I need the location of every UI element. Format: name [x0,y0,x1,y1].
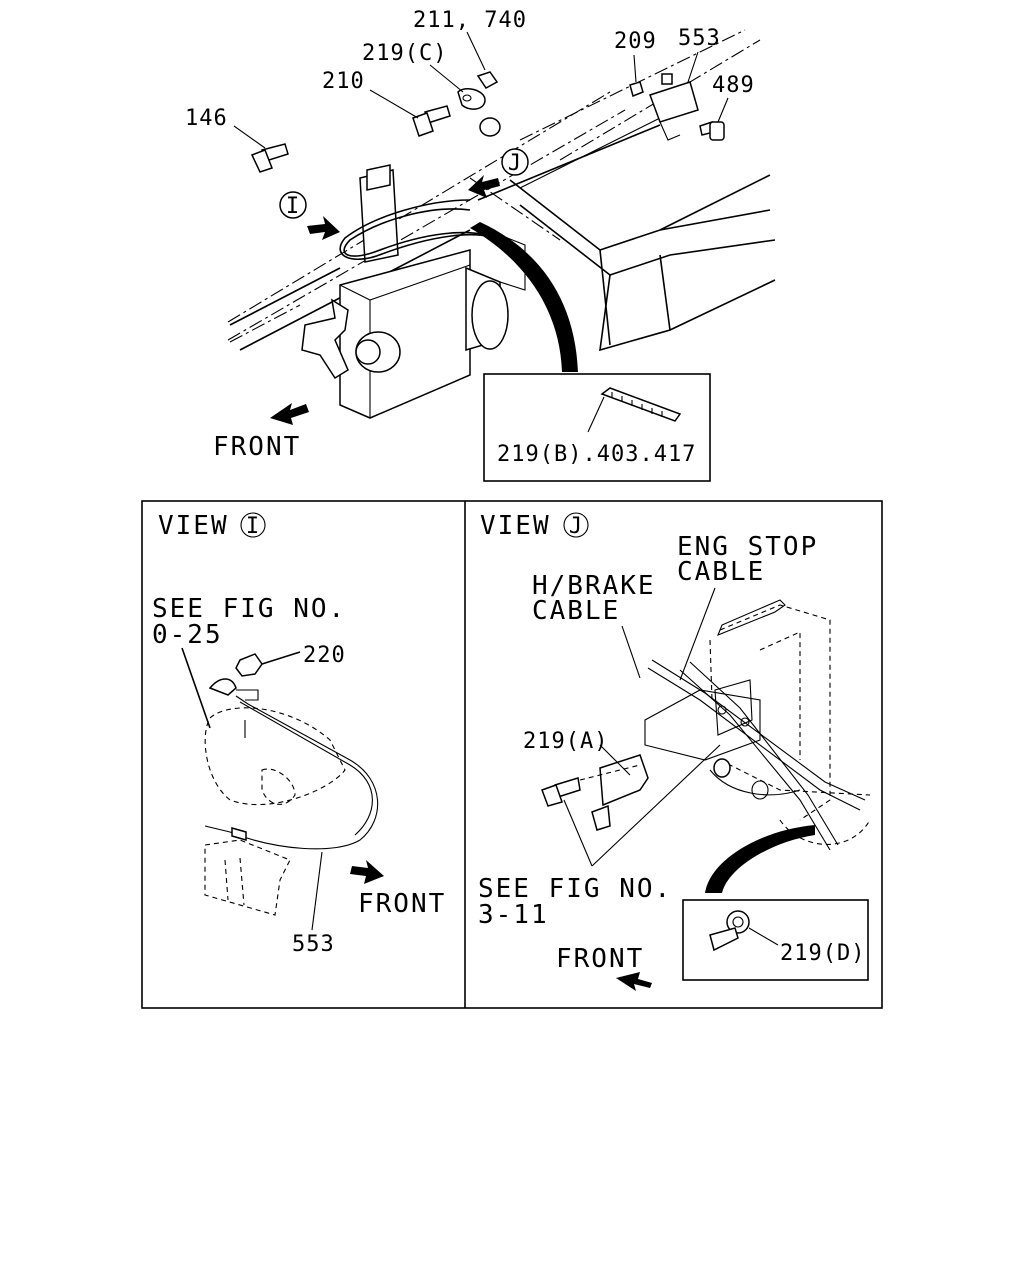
view-i-see-fig-line2: 0-25 [152,620,223,650]
view-i-marker: I [279,191,307,219]
front-label: FRONT [213,432,301,462]
view-j-title: VIEW [480,511,551,541]
hbrake-label-line2: CABLE [532,596,620,626]
view-j-see-fig-line1: SEE FIG NO. [478,874,672,904]
callout-209: 209 [614,29,657,54]
view-i-title-marker: I [246,514,260,539]
view-j-front-arrow-icon [616,972,652,991]
cable-tie-inset: 219(B).403.417 [483,373,711,482]
frame-assembly-drawing [227,29,776,425]
inset-callout-219d: 219(D) [780,941,865,966]
clamp-inset: 219(D) [682,899,869,981]
view-i-front-label: FRONT [358,889,446,919]
view-i-callout-553: 553 [292,932,335,957]
view-j-panel: VIEW J ENG STOP CABLE H/BRAKE CABLE 219(… [478,511,871,991]
view-j-title-marker: J [569,514,583,539]
callout-211-740: 211, 740 [413,8,527,33]
eng-stop-label-line1: ENG STOP [677,532,818,562]
view-i-callout-220: 220 [303,643,346,668]
callout-146: 146 [185,106,228,131]
svg-text:I: I [286,194,300,219]
callout-219c: 219(C) [362,41,447,66]
callout-553: 553 [678,26,721,51]
inset-callout-219b: 219(B).403.417 [497,442,696,467]
view-i-panel: VIEW I SEE FIG NO. 0-25 220 553 FRONT [152,511,446,957]
view-i-front-arrow-icon [350,860,384,884]
svg-text:J: J [508,151,522,176]
view-i-title: VIEW [158,511,229,541]
callout-489: 489 [712,73,755,98]
eng-stop-label-line2: CABLE [677,557,765,587]
views-frame [141,500,883,1009]
view-j-callout-219a: 219(A) [523,729,608,754]
view-j-see-fig-line2: 3-11 [478,900,549,930]
view-j-arrow-icon [468,175,500,198]
view-i-arrow-icon [307,216,340,240]
callout-210: 210 [322,69,365,94]
view-j-front-label: FRONT [556,944,644,974]
hbrake-label-line1: H/BRAKE [532,571,656,601]
view-j-marker: J [501,148,529,176]
view-i-see-fig-line1: SEE FIG NO. [152,594,346,624]
front-arrow-icon [270,403,309,425]
